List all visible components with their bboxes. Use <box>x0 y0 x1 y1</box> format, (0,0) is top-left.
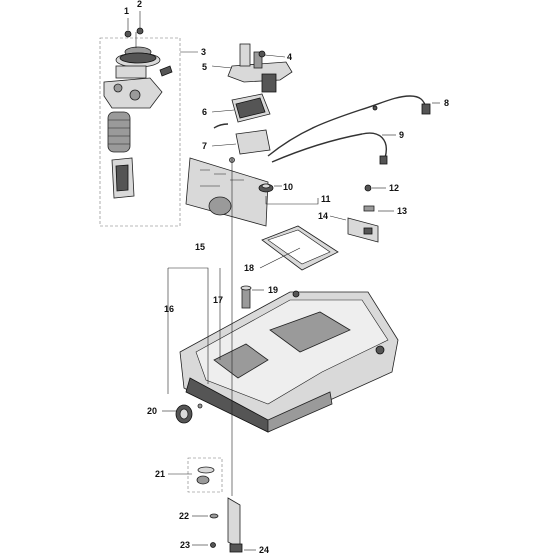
callout-9: 9 <box>399 130 404 140</box>
callout-20: 20 <box>147 406 157 416</box>
callout-2: 2 <box>137 0 142 9</box>
label-14 <box>347 217 379 243</box>
screw-2 <box>136 27 144 35</box>
gear-motor-assembly <box>103 32 173 109</box>
pin-19 <box>240 285 252 309</box>
callout-7: 7 <box>202 141 207 151</box>
assembly-21-boundary <box>187 457 223 493</box>
screw-1 <box>124 30 132 38</box>
callout-6: 6 <box>202 107 207 117</box>
cable-harness <box>267 95 431 165</box>
washer-22 <box>209 513 219 519</box>
screw-4 <box>258 50 266 58</box>
callout-10: 10 <box>283 182 293 192</box>
callout-5: 5 <box>202 62 207 72</box>
callout-21: 21 <box>155 469 165 479</box>
callout-4: 4 <box>287 52 292 62</box>
board-7 <box>229 129 271 163</box>
circuit-board <box>185 157 269 227</box>
callout-15: 15 <box>195 242 205 252</box>
screw-12 <box>364 184 372 192</box>
callout-1: 1 <box>124 6 129 16</box>
callout-19: 19 <box>268 285 278 295</box>
callout-18: 18 <box>244 263 254 273</box>
module-6 <box>213 93 271 129</box>
callout-13: 13 <box>397 206 407 216</box>
callout-17: 17 <box>213 295 223 305</box>
clip-13 <box>363 205 375 212</box>
assembly-3-boundary <box>99 37 181 227</box>
bracket-24 <box>227 497 243 553</box>
callout-24: 24 <box>259 545 269 555</box>
screw-23 <box>210 542 216 548</box>
chassis <box>179 290 399 433</box>
callout-8: 8 <box>444 98 449 108</box>
handle-bracket-5 <box>227 43 293 93</box>
callout-14: 14 <box>318 211 328 221</box>
socket-20 <box>175 403 203 424</box>
sensor-21 <box>196 466 215 485</box>
callout-22: 22 <box>179 511 189 521</box>
callout-23: 23 <box>180 540 190 550</box>
bracket <box>111 157 135 199</box>
callout-3: 3 <box>201 47 206 57</box>
callout-12: 12 <box>389 183 399 193</box>
grommet-10 <box>258 183 274 193</box>
callout-16: 16 <box>164 304 174 314</box>
spring <box>107 111 131 153</box>
leader-lines <box>127 11 440 551</box>
callouts: 1 2 3 4 5 6 7 8 9 10 11 12 13 14 15 16 1… <box>124 0 449 555</box>
callout-11: 11 <box>321 194 331 204</box>
